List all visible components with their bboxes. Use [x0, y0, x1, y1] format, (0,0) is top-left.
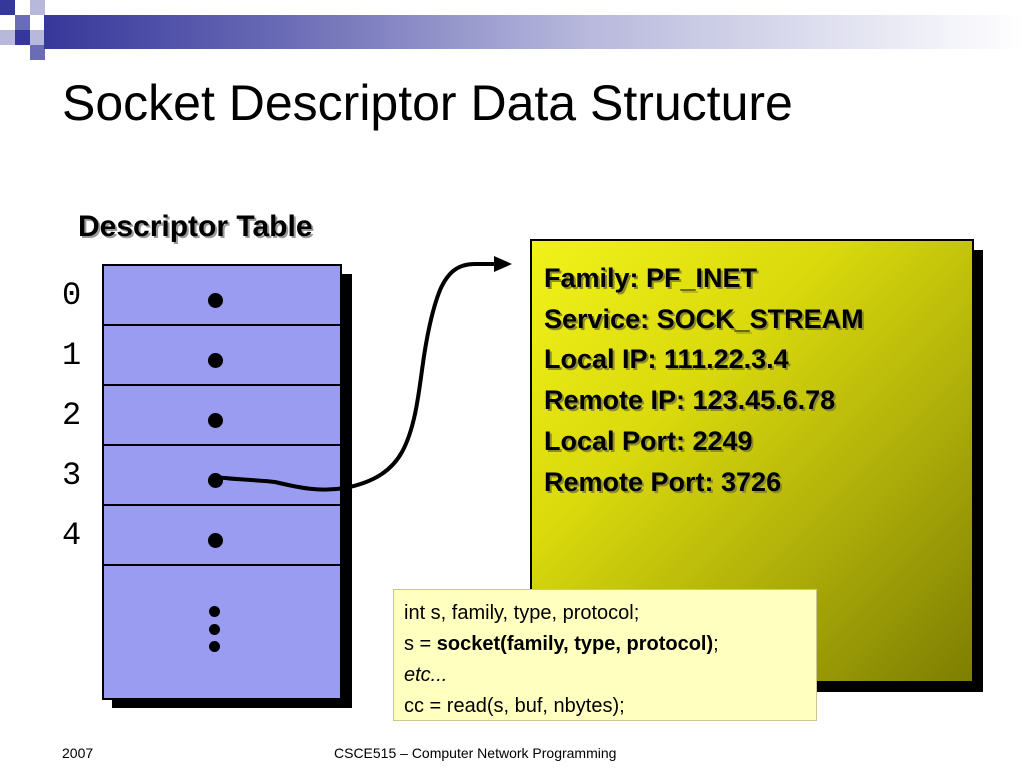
code-line-3: etc...	[404, 664, 448, 686]
code-line-4: cc = read(s, buf, nbytes);	[404, 695, 625, 717]
footer-year: 2007	[62, 745, 94, 761]
header-gradient-bar	[44, 15, 1024, 49]
pointer-dot	[208, 293, 223, 308]
descriptor-table-title: Descriptor Table	[78, 210, 313, 243]
footer-course: CSCE515 – Computer Network Programming	[334, 745, 617, 761]
pointer-dot	[208, 413, 223, 428]
descriptor-index-0: 0	[62, 277, 82, 314]
descriptor-table	[102, 264, 342, 700]
descriptor-row-1	[104, 326, 340, 386]
code-snippet: int s, family, type, protocol; s = socke…	[393, 589, 817, 721]
header-square-1	[0, 0, 15, 15]
header-square-3	[30, 0, 45, 15]
header-square-5	[30, 30, 45, 45]
info-local-ip: Local IP: 111.22.3.4	[544, 344, 789, 374]
descriptor-row-4	[104, 506, 340, 566]
info-service: Service: SOCK_STREAM	[544, 304, 864, 334]
code-line-1: int s, family, type, protocol;	[404, 602, 640, 624]
descriptor-index-2: 2	[62, 397, 82, 434]
header-square-7	[30, 45, 45, 60]
info-local-port: Local Port: 2249	[544, 426, 753, 456]
info-remote-port: Remote Port: 3726	[544, 467, 782, 497]
descriptor-row-0	[104, 266, 340, 326]
info-family: Family: PF_INET	[544, 263, 758, 293]
header-square-4	[15, 30, 30, 45]
header-square-2	[15, 15, 30, 30]
pointer-dot	[208, 533, 223, 548]
header-square-6	[0, 30, 15, 45]
descriptor-index-4: 4	[62, 517, 82, 554]
pointer-dot	[208, 353, 223, 368]
descriptor-index-1: 1	[62, 337, 82, 374]
slide-title: Socket Descriptor Data Structure	[62, 75, 793, 131]
descriptor-row-2	[104, 386, 340, 446]
info-remote-ip: Remote IP: 123.45.6.78	[544, 385, 836, 415]
descriptor-index-3: 3	[62, 457, 82, 494]
code-line-2: s = socket(family, type, protocol);	[404, 633, 719, 655]
